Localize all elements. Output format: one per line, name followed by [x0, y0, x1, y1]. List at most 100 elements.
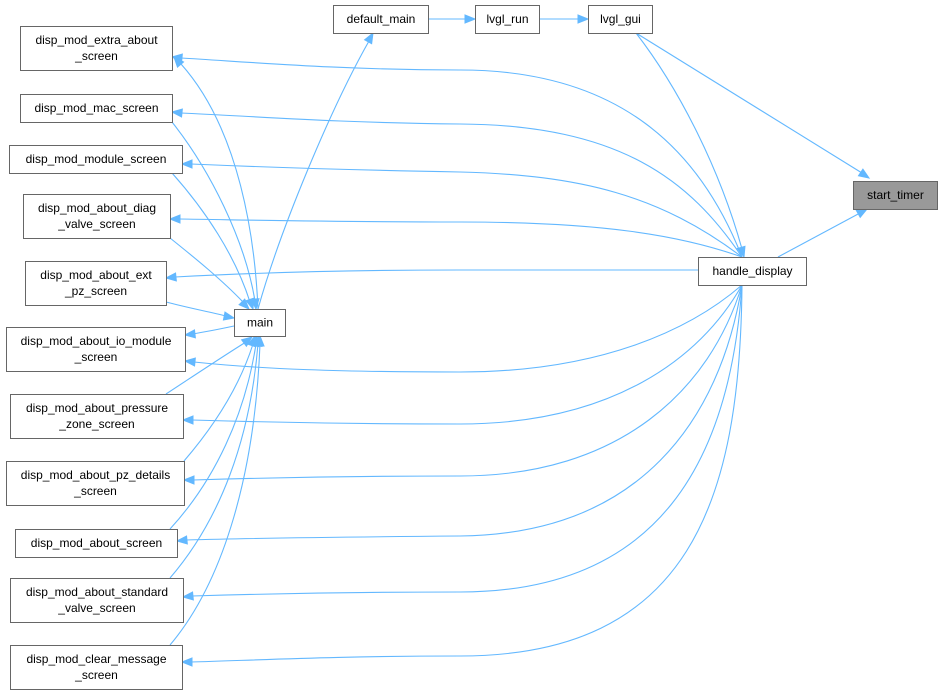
edge-default_main-to-lvgl_run: [428, 14, 477, 24]
edge-handle_display-to-disp_mod_about_diag_valve_screen: [168, 214, 743, 258]
arrowhead-icon: [173, 55, 185, 69]
edge-disp_mod_about_ext_pz_screen-to-main: [165, 301, 236, 321]
node-box[interactable]: [9, 145, 183, 174]
node-box[interactable]: [15, 529, 178, 558]
node-box[interactable]: [588, 5, 653, 34]
node-main[interactable]: main: [234, 309, 286, 337]
edge-line: [635, 32, 863, 174]
edge-line: [191, 325, 235, 335]
node-label: default_main: [347, 12, 416, 26]
edge-line: [165, 341, 247, 395]
node-disp-mod-about-screen[interactable]: disp_mod_about_screen: [15, 529, 178, 558]
edge-line: [635, 32, 743, 250]
node-label: disp_mod_about_pz_details: [21, 468, 170, 482]
edge-line: [193, 284, 743, 373]
arrowhead-icon: [180, 159, 193, 169]
edge-line: [171, 172, 251, 303]
edge-line: [183, 343, 254, 462]
arrowhead-icon: [577, 14, 590, 24]
edge-disp_mod_about_pressure_zone_screen-to-main: [165, 336, 254, 395]
edge-line: [180, 57, 743, 258]
node-box[interactable]: [853, 181, 938, 210]
node-label: disp_mod_about_screen: [31, 536, 162, 550]
edge-line: [185, 284, 743, 541]
edge-lvgl_run-to-lvgl_gui: [539, 14, 590, 24]
node-handle-display[interactable]: handle_display: [698, 257, 807, 286]
edge-line: [169, 343, 257, 530]
arrowhead-icon: [180, 657, 193, 667]
node-box[interactable]: [234, 309, 286, 337]
edge-handle_display-to-disp_mod_module_screen: [180, 159, 743, 258]
edge-line: [178, 218, 743, 258]
edge-main-to-disp_mod_extra_about_screen: [173, 55, 259, 310]
node-box[interactable]: [25, 261, 167, 306]
node-label: disp_mod_about_diag: [38, 201, 156, 215]
edge-line: [190, 284, 743, 663]
arrowhead-icon: [255, 334, 265, 347]
node-disp-mod-about-pressure-zone-screen[interactable]: disp_mod_about_pressure_zone_screen: [10, 394, 184, 439]
nodes-layer: start_timer handle_display lvgl_gui lvgl_ru…: [6, 5, 938, 690]
node-disp-mod-about-io-module-screen[interactable]: disp_mod_about_io_module_screen: [6, 327, 186, 372]
node-box[interactable]: [10, 645, 183, 690]
arrowhead-icon: [170, 108, 183, 118]
node-label: lvgl_gui: [600, 12, 641, 26]
arrowhead-icon: [183, 357, 196, 367]
node-box[interactable]: [333, 5, 429, 34]
edge-line: [190, 163, 743, 258]
node-label: disp_mod_module_screen: [26, 152, 167, 166]
node-label: _screen: [74, 49, 118, 63]
node-box[interactable]: [475, 5, 540, 34]
node-default-main[interactable]: default_main: [333, 5, 429, 34]
edge-line: [165, 301, 227, 317]
node-box[interactable]: [23, 194, 171, 239]
edge-line: [169, 237, 244, 303]
node-label: start_timer: [867, 188, 924, 202]
edge-line: [777, 212, 861, 258]
node-disp-mod-about-diag-valve-screen[interactable]: disp_mod_about_diag_valve_screen: [23, 194, 171, 239]
edge-disp_mod_about_diag_valve_screen-to-main: [169, 237, 250, 310]
node-box[interactable]: [10, 578, 184, 623]
node-disp-mod-about-ext-pz-screen[interactable]: disp_mod_about_ext_pz_screen: [25, 261, 167, 306]
edge-line: [180, 112, 743, 258]
edge-handle_display-to-disp_mod_about_screen: [175, 284, 743, 545]
edge-disp_mod_about_pz_details_screen-to-main: [183, 334, 257, 462]
node-lvgl-gui[interactable]: lvgl_gui: [588, 5, 653, 34]
arrowhead-icon: [245, 297, 255, 311]
node-disp-mod-about-pz-details-screen[interactable]: disp_mod_about_pz_details _screen: [6, 461, 185, 506]
node-start-timer[interactable]: start_timer: [853, 181, 938, 210]
node-label: _screen: [73, 484, 117, 498]
arrowhead-icon: [238, 298, 250, 310]
arrowhead-icon: [857, 168, 871, 179]
node-disp-mod-about-standard-valve-screen[interactable]: disp_mod_about_standard_valve_screen: [10, 578, 184, 623]
node-lvgl-run[interactable]: lvgl_run: [475, 5, 540, 34]
edge-line: [171, 121, 256, 302]
node-box[interactable]: [20, 94, 173, 123]
node-box[interactable]: [698, 257, 807, 286]
node-label: lvgl_run: [486, 12, 528, 26]
node-label: _screen: [74, 350, 118, 364]
node-disp-mod-mac-screen[interactable]: disp_mod_mac_screen: [20, 94, 173, 123]
edge-handle_display-to-disp_mod_about_pz_details_screen: [182, 284, 743, 485]
arrowhead-icon: [222, 311, 236, 321]
edge-handle_display-to-start_timer: [777, 208, 869, 258]
edge-handle_display-to-disp_mod_about_ext_pz_screen: [164, 269, 698, 282]
edge-line: [191, 284, 743, 425]
node-disp-mod-clear-message-screen[interactable]: disp_mod_clear_message_screen: [10, 645, 183, 690]
node-box[interactable]: [20, 26, 173, 71]
node-box[interactable]: [6, 461, 185, 506]
arrowhead-icon: [182, 475, 195, 485]
edge-lvgl_gui-to-start_timer: [635, 32, 871, 179]
arrowhead-icon: [175, 535, 188, 545]
node-disp-mod-extra-about-screen[interactable]: disp_mod_extra_about_screen: [20, 26, 173, 71]
node-label: _valve_screen: [57, 601, 135, 615]
node-label: disp_mod_about_pressure: [26, 401, 168, 415]
node-disp-mod-module-screen[interactable]: disp_mod_module_screen: [9, 145, 183, 174]
edge-line: [174, 269, 698, 278]
node-label: _pz_screen: [64, 284, 127, 298]
node-box[interactable]: [6, 327, 186, 372]
node-box[interactable]: [10, 394, 184, 439]
edge-line: [192, 284, 743, 481]
arrowhead-icon: [168, 214, 181, 224]
edge-line: [257, 40, 370, 310]
